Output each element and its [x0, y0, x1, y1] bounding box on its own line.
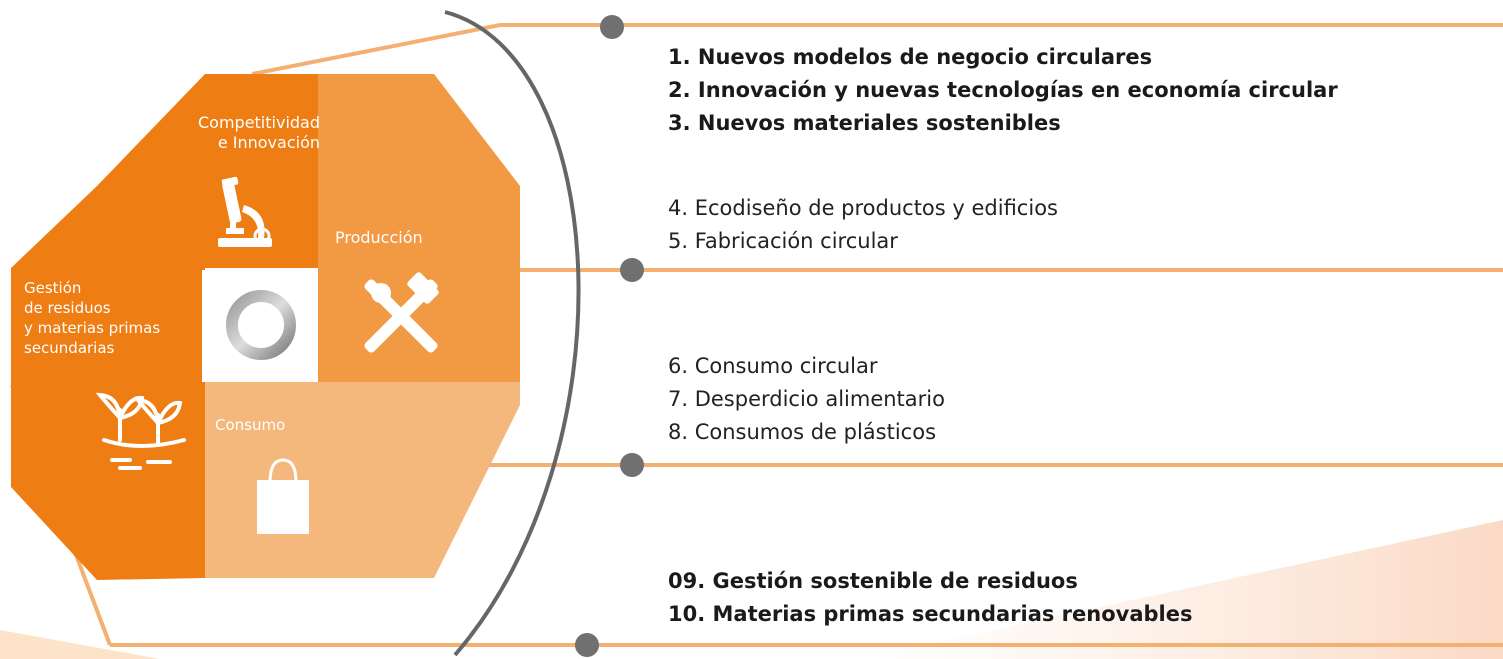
connector-dot-4	[575, 633, 599, 657]
group-2: 4. Ecodiseño de productos y edificios 5.…	[668, 192, 1058, 258]
list-item: 09. Gestión sostenible de residuos	[668, 569, 1078, 593]
connector-dot-2	[620, 258, 644, 282]
connector-lines	[10, 23, 1503, 647]
group-1: 1. Nuevos modelos de negocio circulares …	[668, 41, 1338, 140]
sprout-icon	[95, 392, 186, 470]
list-item: 1. Nuevos modelos de negocio circulares	[668, 45, 1153, 69]
bracket-arc	[444, 10, 581, 657]
shopping-bag-icon	[257, 458, 309, 534]
connector-dot-3	[620, 453, 644, 477]
connector-diagonal-top	[251, 23, 501, 76]
list-item: 10. Materias primas secundarias renovabl…	[668, 602, 1193, 626]
center-square	[205, 268, 318, 382]
group-4: 09. Gestión sostenible de residuos 10. M…	[668, 565, 1193, 631]
sector-competitividad	[11, 74, 318, 270]
background-wedge-bottom-right	[860, 520, 1503, 659]
microscope-icon	[218, 176, 272, 247]
sector-produccion	[318, 74, 520, 382]
list-item: 3. Nuevos materiales sostenibles	[668, 111, 1061, 135]
list-item: 6. Consumo circular	[668, 354, 878, 378]
list-item: 2. Innovación y nuevas tecnologías en ec…	[668, 78, 1338, 102]
background-wedge-bottom-left	[0, 630, 160, 659]
list-item: 7. Desperdicio alimentario	[668, 387, 945, 411]
sector-gestion	[11, 268, 205, 580]
connector-dot-1	[600, 15, 624, 39]
group-3: 6. Consumo circular 7. Desperdicio alime…	[668, 350, 945, 449]
list-item: 4. Ecodiseño de productos y edificios	[668, 196, 1058, 220]
sector-produccion-tip	[430, 268, 520, 382]
sector-label-consumo: Consumo	[215, 416, 286, 434]
sector-label-produccion: Producción	[335, 228, 423, 247]
hammer-wrench-icon	[364, 272, 439, 353]
circular-ring-icon	[226, 290, 296, 360]
sector-consumo	[205, 382, 520, 578]
sector-label-gestion: Gestión de residuos y materias primas se…	[24, 279, 161, 357]
sector-label-competitividad: Competitividad e Innovación	[197, 113, 320, 152]
list-item: 8. Consumos de plásticos	[668, 420, 937, 444]
list-item: 5. Fabricación circular	[668, 229, 898, 253]
